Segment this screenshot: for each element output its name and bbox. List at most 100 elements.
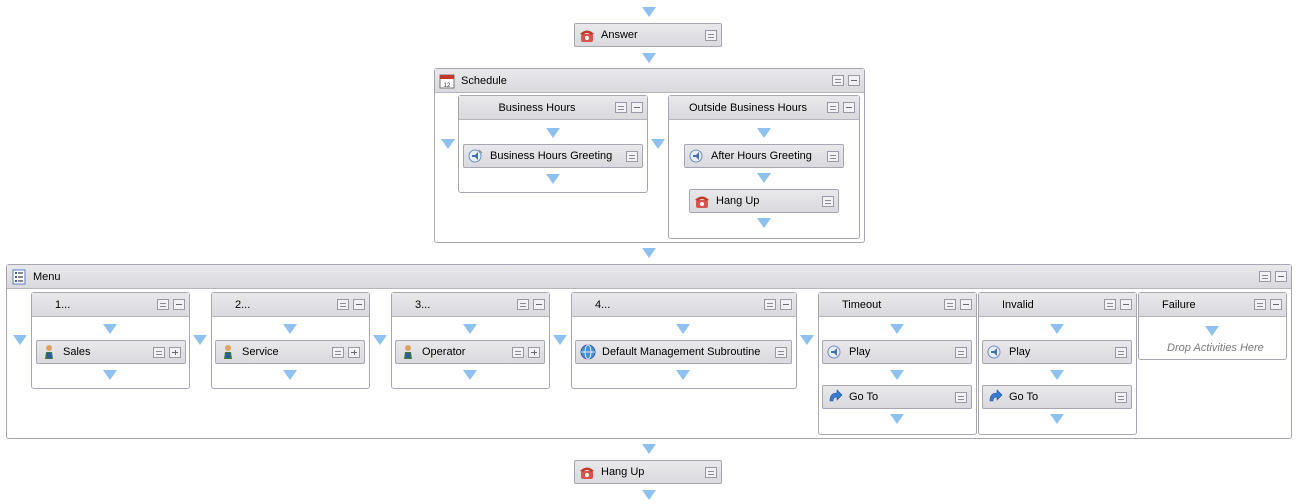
flow-arrow [283, 324, 297, 334]
flow-arrow [890, 370, 904, 380]
properties-icon[interactable] [955, 346, 967, 358]
collapse-icon[interactable] [843, 102, 855, 113]
drop-activities-placeholder[interactable]: Drop Activities Here [1167, 342, 1264, 354]
service-activity[interactable]: Service [215, 340, 365, 364]
flow-arrow [676, 370, 690, 380]
goto-arrow-icon [987, 389, 1003, 405]
default-management-subroutine-activity[interactable]: Default Management Subroutine [575, 340, 792, 364]
failure-label: Failure [1162, 298, 1196, 311]
properties-icon[interactable] [764, 299, 776, 310]
properties-icon[interactable] [1115, 391, 1127, 403]
flow-arrow [1050, 324, 1064, 334]
timeout-goto-label: Go To [849, 391, 879, 403]
collapse-icon[interactable] [780, 299, 792, 310]
properties-icon[interactable] [157, 299, 169, 310]
expand-icon[interactable] [169, 346, 181, 358]
properties-icon[interactable] [153, 346, 165, 358]
flow-arrow [1205, 326, 1219, 336]
sales-activity[interactable]: Sales [36, 340, 186, 364]
collapse-icon[interactable] [173, 299, 185, 310]
properties-icon[interactable] [775, 346, 787, 358]
hang-up-activity[interactable]: Hang Up [689, 189, 839, 213]
properties-icon[interactable] [827, 102, 839, 113]
properties-icon[interactable] [955, 391, 967, 403]
flow-arrow [13, 335, 27, 345]
flow-arrow [283, 370, 297, 380]
flow-arrow [642, 248, 656, 258]
timeout-play-activity[interactable]: Play [822, 340, 972, 364]
timeout-goto-activity[interactable]: Go To [822, 385, 972, 409]
properties-icon[interactable] [615, 102, 627, 113]
flow-arrow [441, 139, 455, 149]
play-speaker-icon [689, 148, 705, 164]
phone-icon [579, 464, 595, 480]
flow-arrow [757, 173, 771, 183]
calendar-icon: 12 [439, 73, 455, 89]
collapse-icon[interactable] [960, 299, 972, 310]
collapse-icon[interactable] [1270, 299, 1282, 310]
option-1-header[interactable]: 1... [32, 293, 189, 317]
business-hours-label: Business Hours [498, 101, 576, 114]
option-4-header[interactable]: 4... [572, 293, 796, 317]
timeout-header[interactable]: Timeout [819, 293, 976, 317]
flow-arrow [463, 324, 477, 334]
play-speaker-icon [827, 344, 843, 360]
properties-icon[interactable] [517, 299, 529, 310]
option-2-header[interactable]: 2... [212, 293, 369, 317]
final-hang-up-activity[interactable]: Hang Up [574, 460, 722, 484]
properties-icon[interactable] [705, 29, 717, 41]
properties-icon[interactable] [332, 346, 344, 358]
goto-arrow-icon [827, 389, 843, 405]
after-hours-greeting-activity[interactable]: After Hours Greeting [684, 144, 844, 168]
business-hours-greeting-activity[interactable]: Business Hours Greeting [463, 144, 643, 168]
flow-arrow [757, 218, 771, 228]
flow-arrow [642, 53, 656, 63]
properties-icon[interactable] [705, 466, 717, 478]
flow-arrow [642, 7, 656, 17]
flow-arrow [1050, 370, 1064, 380]
properties-icon[interactable] [1254, 299, 1266, 310]
option-1-label: 1... [55, 298, 71, 311]
flow-arrow [642, 444, 656, 454]
properties-icon[interactable] [1115, 346, 1127, 358]
service-label: Service [242, 346, 279, 358]
properties-icon[interactable] [1104, 299, 1116, 310]
invalid-header[interactable]: Invalid [979, 293, 1136, 317]
operator-activity[interactable]: Operator [395, 340, 545, 364]
flow-arrow [546, 174, 560, 184]
flow-arrow [676, 324, 690, 334]
properties-icon[interactable] [512, 346, 524, 358]
answer-activity[interactable]: Answer [574, 23, 722, 47]
properties-icon[interactable] [626, 150, 638, 162]
collapse-icon[interactable] [848, 75, 860, 86]
phone-icon [579, 27, 595, 43]
business-hours-header[interactable]: Business Hours [459, 96, 647, 120]
properties-icon[interactable] [832, 75, 844, 86]
invalid-goto-activity[interactable]: Go To [982, 385, 1132, 409]
menu-list-icon [11, 269, 27, 285]
menu-header[interactable]: Menu [7, 265, 1291, 289]
answer-label: Answer [601, 29, 638, 41]
collapse-icon[interactable] [1275, 271, 1287, 282]
properties-icon[interactable] [1259, 271, 1271, 282]
after-hours-greeting-label: After Hours Greeting [711, 150, 812, 162]
flow-arrow [546, 128, 560, 138]
collapse-icon[interactable] [1120, 299, 1132, 310]
option-3-header[interactable]: 3... [392, 293, 549, 317]
play-speaker-icon [987, 344, 1003, 360]
collapse-icon[interactable] [533, 299, 545, 310]
invalid-play-activity[interactable]: Play [982, 340, 1132, 364]
globe-icon [580, 344, 596, 360]
timeout-play-label: Play [849, 346, 871, 358]
properties-icon[interactable] [337, 299, 349, 310]
collapse-icon[interactable] [353, 299, 365, 310]
properties-icon[interactable] [944, 299, 956, 310]
properties-icon[interactable] [822, 195, 834, 207]
failure-header[interactable]: Failure [1139, 293, 1286, 317]
properties-icon[interactable] [827, 150, 839, 162]
schedule-header[interactable]: 12 Schedule [435, 69, 864, 93]
expand-icon[interactable] [528, 346, 540, 358]
collapse-icon[interactable] [631, 102, 643, 113]
expand-icon[interactable] [348, 346, 360, 358]
outside-hours-header[interactable]: Outside Business Hours [669, 96, 859, 120]
